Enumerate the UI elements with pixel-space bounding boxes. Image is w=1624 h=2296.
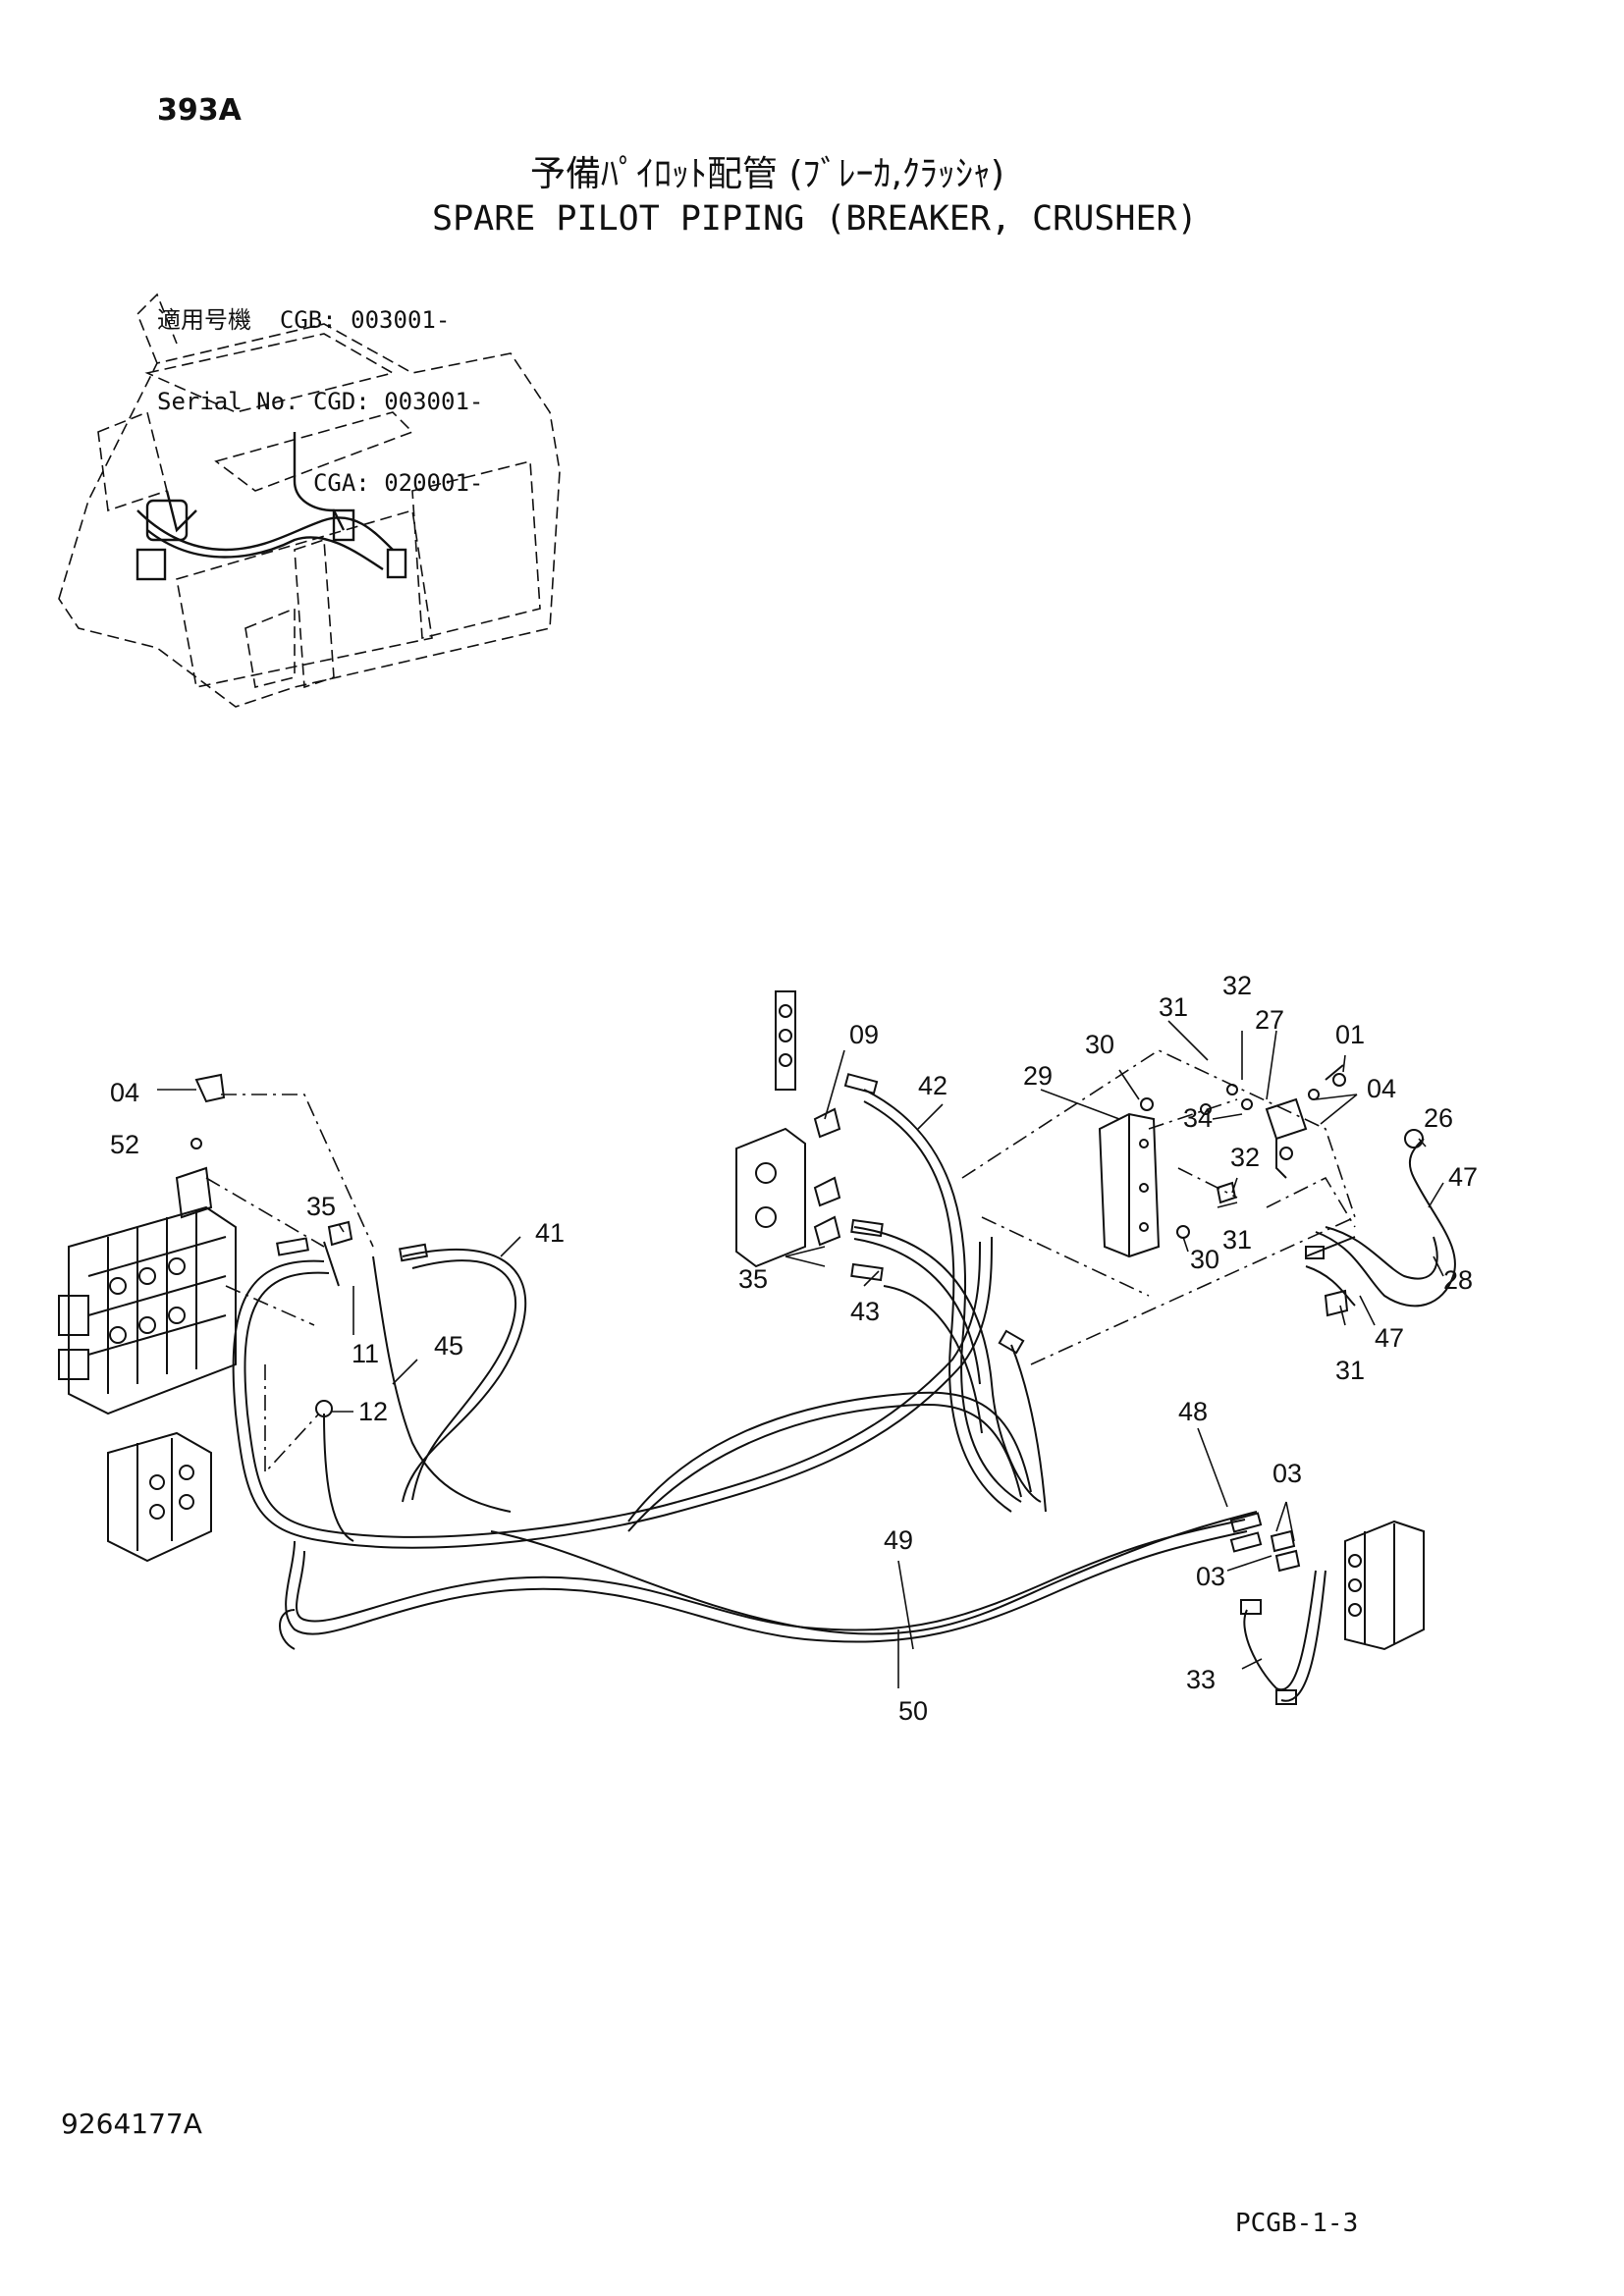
callout-26: 26 [1424,1103,1453,1133]
lower-left-block [107,1431,212,1563]
callout-35b: 35 [738,1264,768,1294]
serial-applicability: 適用号機 CGB: 003001- Serial No. CGD: 003001… [157,253,483,524]
serial-cgd: CGD: 003001- [312,387,484,415]
callout-29: 29 [1023,1061,1053,1091]
callout-42: 42 [918,1071,947,1100]
inset-piping [135,432,407,581]
callout-35a: 35 [306,1192,336,1221]
callout-41: 41 [535,1218,565,1248]
callout-50: 50 [898,1696,928,1726]
callout-12: 12 [358,1397,388,1426]
callout-32a: 32 [1222,971,1252,1000]
drawing-number: 9264177A [61,2108,202,2140]
callout-01: 01 [1335,1020,1365,1049]
hose-bundle [232,1073,1263,1650]
serial-label-jp: 適用号機 [157,306,251,335]
solenoid-valve [735,990,841,1268]
callout-27: 27 [1255,1005,1284,1035]
callout-43: 43 [850,1297,880,1326]
hose-33 [1240,1570,1326,1705]
callout-32b: 32 [1230,1143,1260,1172]
callout-45: 45 [434,1331,463,1361]
callout-48: 48 [1178,1397,1208,1426]
callout-52: 52 [110,1130,139,1159]
callout-03b: 03 [1196,1562,1225,1591]
callout-31a: 31 [1159,992,1188,1022]
callout-34: 34 [1183,1103,1213,1133]
callout-30b: 30 [1190,1245,1219,1274]
bracket-assembly [1098,1064,1346,1258]
title-english: SPARE PILOT PIPING (BREAKER, CRUSHER) [432,199,1198,239]
callout-47b: 47 [1375,1323,1404,1353]
callout-30a: 30 [1085,1030,1114,1059]
callout-47a: 47 [1448,1162,1478,1192]
leader-lines [157,1020,1444,1688]
callout-11: 11 [352,1339,379,1368]
wire-harness [1305,1129,1456,1317]
page-code: PCGB-1-3 [1235,2209,1359,2238]
callout-31c: 31 [1335,1356,1365,1385]
serial-cga: CGA: 020001- [312,468,484,497]
callout-04a: 04 [110,1078,139,1107]
callout-09: 09 [849,1020,879,1049]
callout-28: 28 [1443,1265,1473,1295]
callout-04b: 04 [1367,1074,1396,1103]
callout-31b: 31 [1222,1225,1252,1255]
serial-cgb: CGB: 003001- [279,306,451,335]
page-number: 393A [157,93,242,128]
machine-overview-inset [58,293,561,708]
dashed-leaders [205,1049,1356,1475]
callout-03a: 03 [1272,1459,1302,1488]
callout-labels: 04 52 35 41 11 45 12 09 42 35 43 29 30 3… [110,971,1478,1726]
callout-49: 49 [884,1525,913,1555]
pilot-valve-block [1270,1520,1425,1651]
fittings [190,1073,353,1417]
main-control-valve [58,1166,237,1415]
title-japanese: 予備ﾊﾟｲﾛｯﾄ配管 (ﾌﾞﾚｰｶ,ｸﾗｯｼｬ) [530,154,1004,194]
callout-33: 33 [1186,1665,1216,1694]
